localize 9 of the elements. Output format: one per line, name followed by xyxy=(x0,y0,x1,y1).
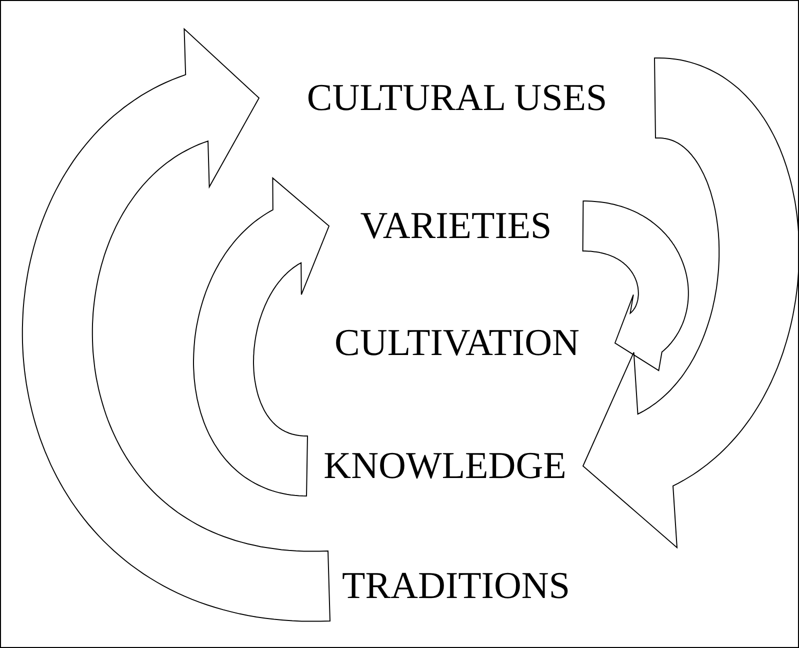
node-label: TRADITIONS xyxy=(342,567,570,605)
curved-block-arrow xyxy=(193,176,330,497)
node-label: CULTIVATION xyxy=(334,324,580,362)
curved-block-arrow xyxy=(582,58,799,549)
curved-block-arrow xyxy=(582,200,689,372)
node-label: VARIETIES xyxy=(360,207,552,245)
node-label: KNOWLEDGE xyxy=(324,447,566,485)
curved-block-arrow xyxy=(22,28,331,622)
node-label: CULTURAL USES xyxy=(306,79,608,117)
